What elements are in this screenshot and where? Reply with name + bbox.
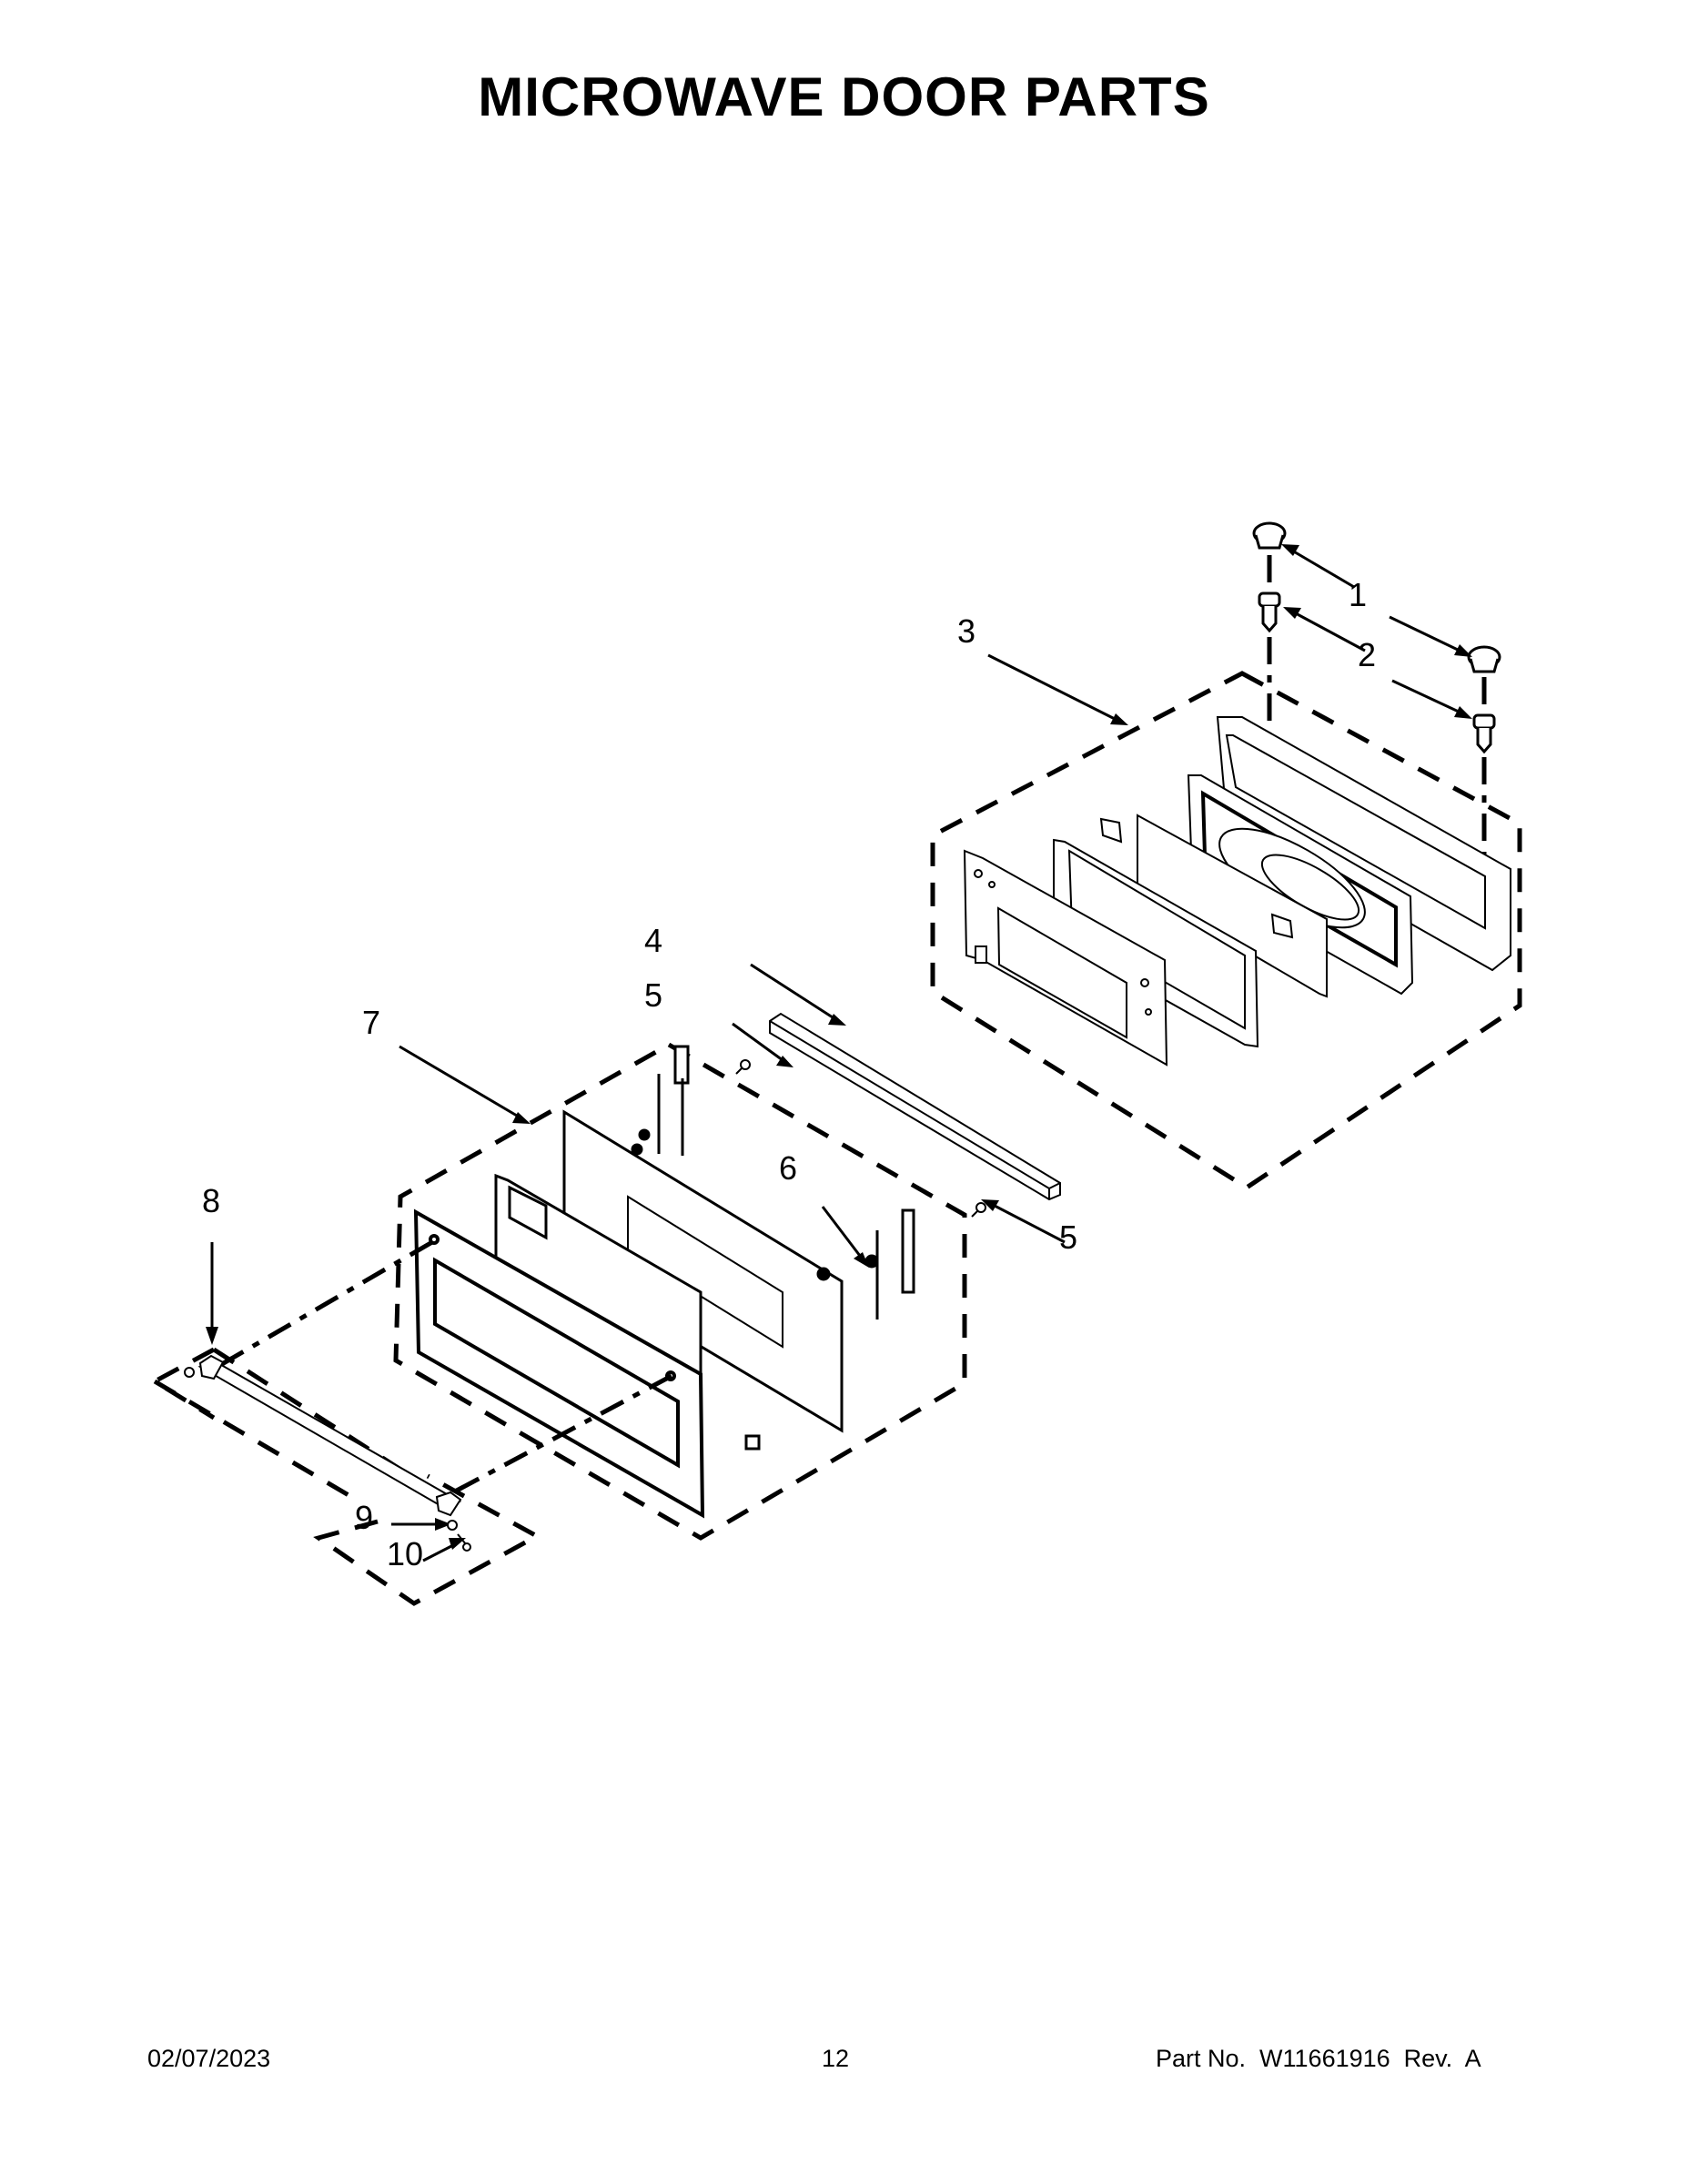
outer-door-middle [494, 1173, 702, 1395]
arrow-heads [206, 544, 1472, 1550]
callout-arrows [210, 549, 1461, 1562]
plug-button-icon [1252, 521, 1501, 673]
callout-2: 2 [1358, 636, 1377, 673]
inner-door-glass-panel [1137, 814, 1328, 998]
door-handle-part [184, 1354, 462, 1517]
callout-7: 7 [362, 1004, 381, 1041]
inner-door-front-panel [963, 849, 1168, 1067]
page-title: MICROWAVE DOOR PARTS [478, 66, 1210, 127]
inner-door-middle-frame [1053, 838, 1259, 1048]
callout-10: 10 [387, 1535, 424, 1572]
outer-door-small-clip [744, 1434, 761, 1451]
callout-5a: 5 [644, 976, 663, 1014]
trim-bar-part [769, 1012, 1061, 1201]
callout-1: 1 [1349, 576, 1368, 613]
washer-screw-icon [447, 1520, 471, 1552]
footer-page-number: 12 [822, 2045, 850, 2072]
outer-door-front-glass [413, 1208, 705, 1519]
callout-9: 9 [355, 1499, 374, 1536]
screw-5-icon [735, 1059, 986, 1218]
callout-3: 3 [957, 612, 976, 650]
screw-icon [1258, 592, 1496, 754]
callout-8: 8 [202, 1182, 221, 1219]
callout-4: 4 [644, 922, 663, 959]
footer-part-number: Part No. W11661916 Rev. A [1156, 2045, 1481, 2072]
footer-date: 02/07/2023 [147, 2045, 271, 2072]
callout-5b: 5 [1059, 1218, 1078, 1256]
callout-6: 6 [779, 1149, 798, 1187]
group-8-boundary [149, 1347, 542, 1606]
outer-door-bracket-right [864, 1208, 915, 1320]
outer-door-bracket-left [638, 1045, 690, 1156]
group-7-boundary [393, 1042, 967, 1541]
inner-door-choke-frame [1187, 774, 1414, 996]
